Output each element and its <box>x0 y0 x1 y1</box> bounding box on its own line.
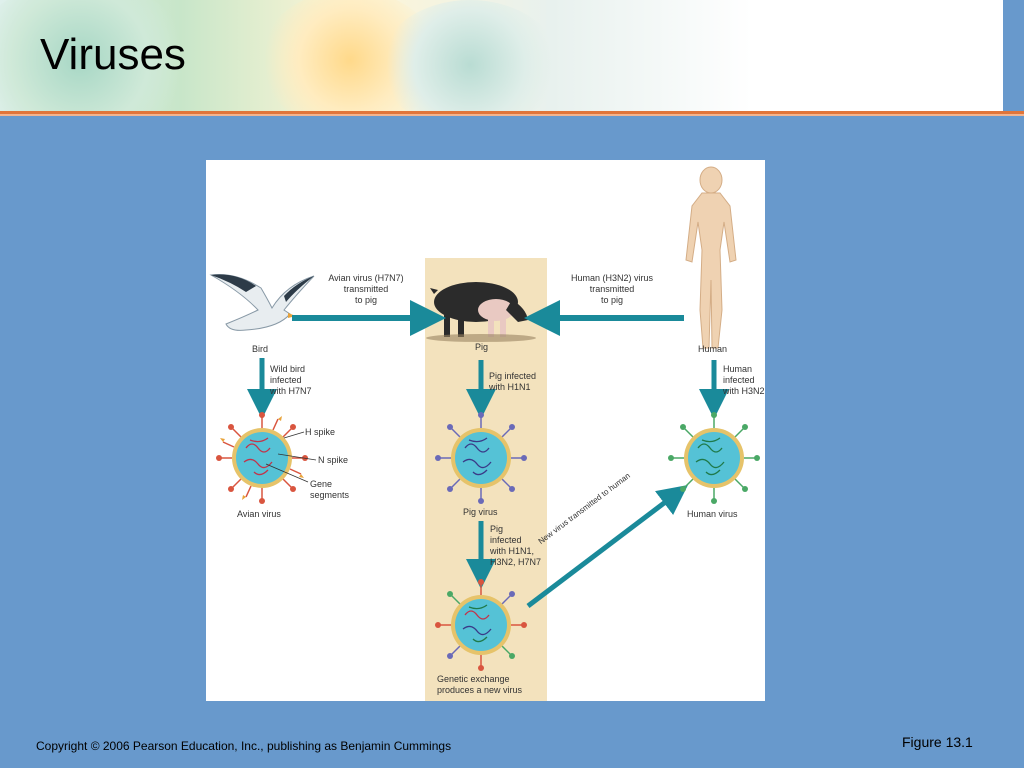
new-virus <box>435 579 527 671</box>
figure-drawing <box>209 166 760 701</box>
human-virus-label: Human virus <box>687 509 738 519</box>
n-spike-label: N spike <box>318 455 349 465</box>
new-virus-arrow <box>526 484 688 608</box>
pig-virus <box>435 412 527 504</box>
pig-virus-label: Pig virus <box>463 507 498 517</box>
bird-label: Bird <box>252 344 269 354</box>
header-right-strip <box>1003 0 1024 112</box>
header-rule-light <box>0 114 1024 116</box>
pig-label: Pig <box>475 342 489 352</box>
human-illustration <box>685 166 737 349</box>
bird-illustration <box>209 274 315 331</box>
avian-virus-label: Avian virus <box>237 509 281 519</box>
h-spike-label: H spike <box>305 427 336 437</box>
avian-virus <box>216 412 308 504</box>
slide-title: Viruses <box>40 30 186 79</box>
figure-number: Figure 13.1 <box>902 734 973 750</box>
human-label: Human <box>698 344 728 354</box>
human-virus <box>668 412 760 504</box>
header-banner <box>0 0 1003 112</box>
pig-illustration <box>426 282 536 342</box>
copyright-text: Copyright © 2006 Pearson Education, Inc.… <box>36 739 452 753</box>
header-rule <box>0 111 1024 114</box>
